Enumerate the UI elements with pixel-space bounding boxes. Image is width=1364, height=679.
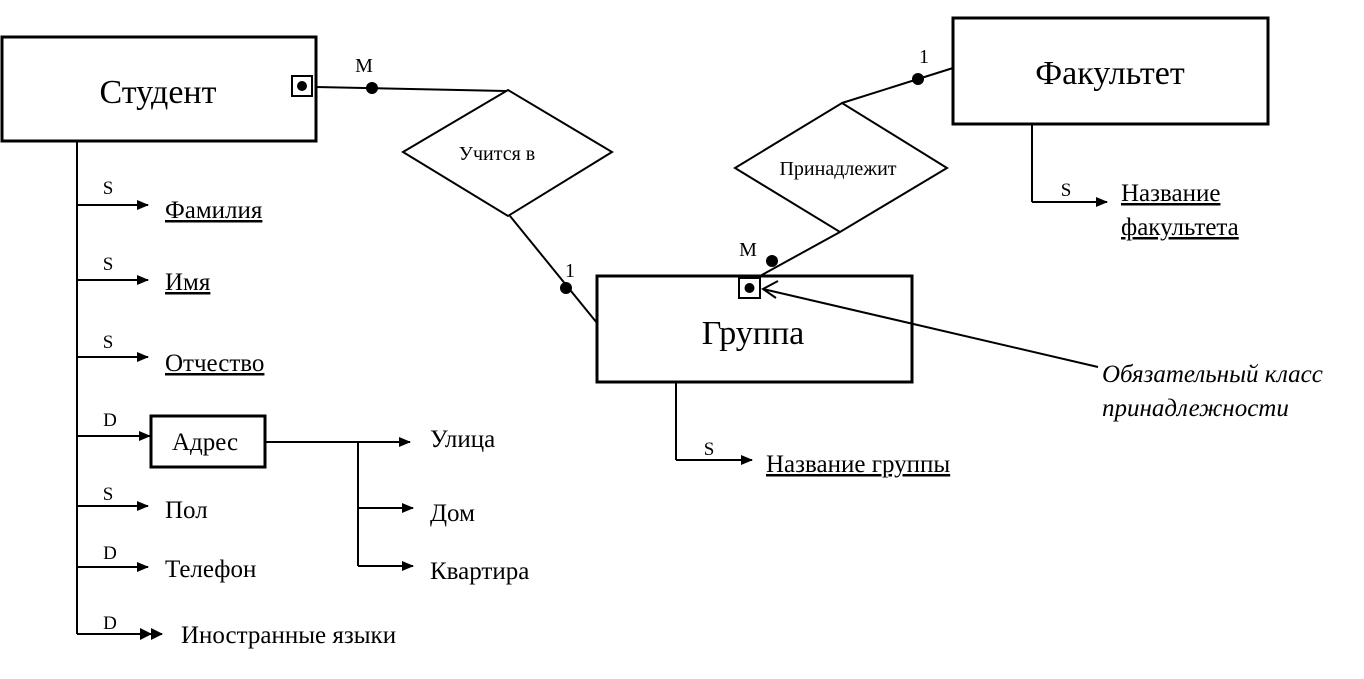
svg-text:Название: Название [1121, 180, 1220, 207]
connector-studies-group [509, 215, 598, 324]
svg-text:S: S [103, 332, 114, 353]
attribute-patronymic: S Отчество [77, 332, 264, 377]
relationship-studies-in-label: Учится в [459, 143, 535, 165]
svg-text:Обязательный класс: Обязательный класс [1102, 361, 1323, 388]
attribute-phone: D Телефон [77, 543, 256, 583]
svg-text:Название группы: Название группы [766, 451, 950, 478]
entity-group-label: Группа [702, 315, 805, 352]
svg-text:S: S [103, 254, 114, 275]
entity-faculty-label: Факультет [1035, 55, 1185, 92]
svg-text:S: S [704, 439, 715, 460]
address-apartment: Квартира [430, 558, 529, 585]
address-composite-box [149, 414, 267, 469]
cardinality-student: M [355, 55, 373, 77]
svg-text:Адрес: Адрес [172, 429, 238, 456]
svg-text:принадлежности: принадлежности [1102, 395, 1289, 422]
entity-faculty: Факультет [951, 16, 1270, 126]
relationship-belongs-to: Принадлежит [733, 101, 949, 234]
svg-text:факультета: факультета [1121, 214, 1239, 241]
cardinality-faculty: 1 [919, 46, 929, 68]
cardinality-group-studies: 1 [565, 260, 575, 282]
svg-text:Иностранные языки: Иностранные языки [181, 622, 396, 649]
attribute-surname: S Фамилия [77, 178, 263, 224]
svg-text:D: D [103, 543, 117, 564]
entity-group: Группа [595, 274, 914, 384]
relationship-belongs-to-label: Принадлежит [779, 158, 896, 180]
svg-text:D: D [103, 613, 117, 634]
attribute-faculty-name: S Название факультета [1031, 124, 1239, 241]
relationship-studies-in: Учится в [401, 88, 614, 218]
svg-text:S: S [1061, 180, 1072, 201]
connector-belongs-group [759, 231, 841, 277]
svg-text:D: D [103, 410, 117, 431]
cardinality-group-belongs: M [739, 239, 757, 261]
address-street: Улица [430, 426, 495, 453]
svg-text:Отчество: Отчество [165, 350, 264, 377]
svg-text:Пол: Пол [165, 497, 208, 524]
svg-text:S: S [103, 484, 114, 505]
entity-student-label: Студент [100, 74, 217, 111]
annotation-mandatory-class: Обязательный класс принадлежности [761, 280, 1323, 422]
attribute-foreign-languages: D Иностранные языки [77, 613, 396, 649]
svg-text:Имя: Имя [165, 269, 211, 296]
attribute-gender: S Пол [77, 484, 208, 524]
svg-text:Телефон: Телефон [165, 556, 256, 583]
svg-text:S: S [103, 178, 114, 199]
svg-text:Фамилия: Фамилия [165, 197, 263, 224]
attribute-address: D Адрес [77, 410, 267, 469]
connector-belongs-faculty [841, 67, 954, 104]
entity-student: Студент [0, 35, 318, 143]
attribute-group-name: S Название группы [675, 382, 950, 478]
connector-student-studies [315, 86, 507, 92]
address-house: Дом [430, 500, 475, 527]
address-parts: Улица Дом Квартира [265, 426, 529, 585]
attribute-first-name: S Имя [77, 254, 211, 296]
